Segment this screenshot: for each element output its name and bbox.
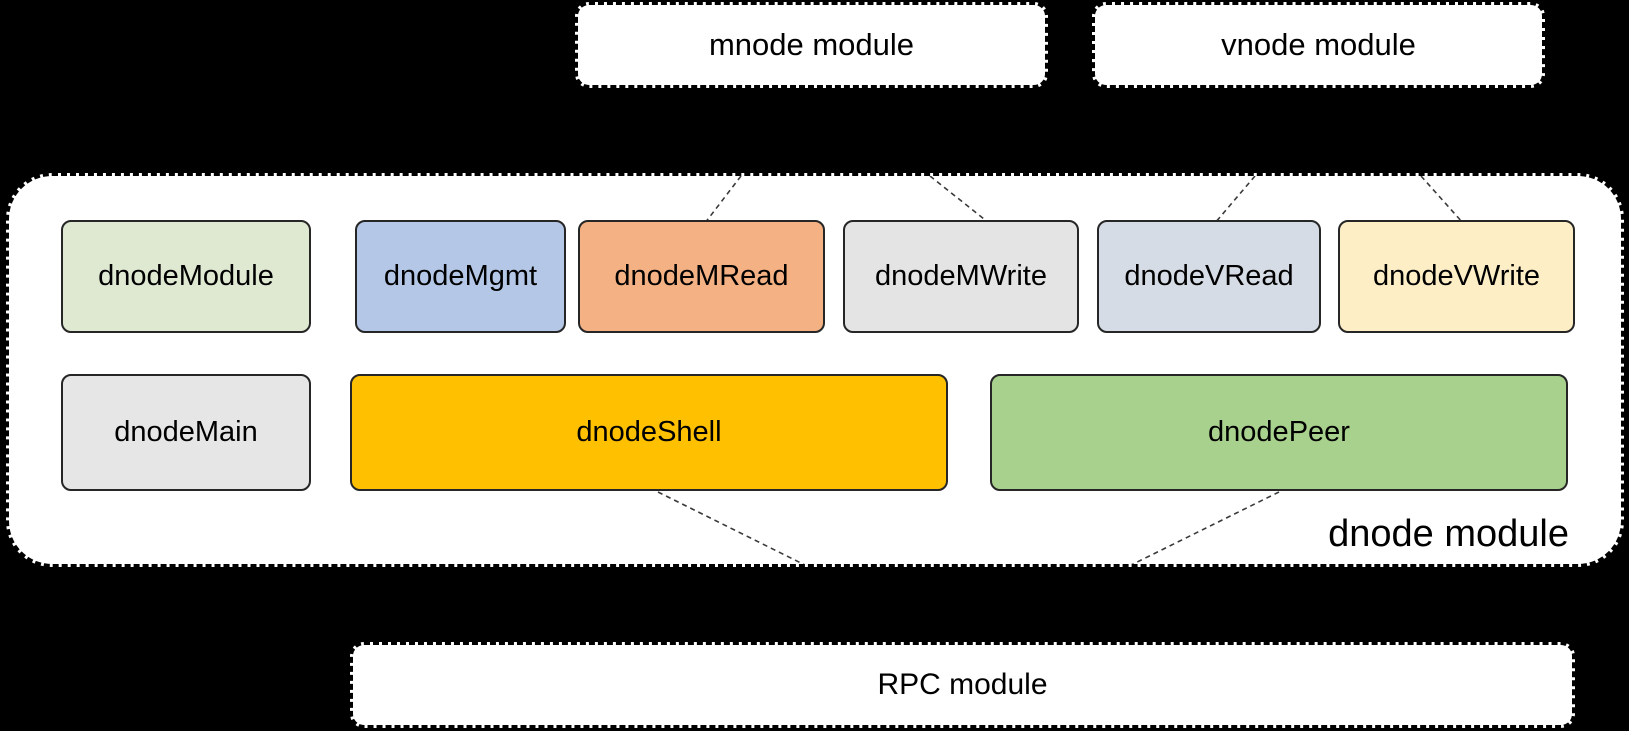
- node-dnodePeer: dnodePeer: [990, 374, 1568, 491]
- dnode-module-label: dnode module: [1328, 513, 1569, 555]
- connector-dnodeShell-rpc: [657, 491, 805, 564]
- node-dnodeMgmt: dnodeMgmt: [355, 220, 566, 333]
- node-dnodeModule: dnodeModule: [61, 220, 311, 333]
- node-dnodeVRead: dnodeVRead: [1097, 220, 1321, 333]
- connector-mnode-dnodeMRead: [704, 176, 742, 224]
- node-dnodeShell: dnodeShell: [350, 374, 948, 491]
- connector-dnodePeer-rpc: [1131, 491, 1280, 564]
- connector-vnode-dnodeVRead: [1214, 176, 1256, 224]
- rpc-module-box: RPC module: [350, 642, 1575, 728]
- node-dnodeMRead: dnodeMRead: [578, 220, 825, 333]
- mnode-module-box: mnode module: [575, 2, 1048, 88]
- node-dnodeMain: dnodeMain: [61, 374, 311, 491]
- node-dnodeMWrite: dnodeMWrite: [843, 220, 1079, 333]
- node-dnodeVWrite: dnodeVWrite: [1338, 220, 1575, 333]
- connector-mnode-dnodeMWrite: [929, 176, 990, 224]
- connector-vnode-dnodeVWrite: [1420, 176, 1464, 224]
- dnode-module-container: dnodeModule dnodeMgmt dnodeMRead dnodeMW…: [6, 173, 1624, 567]
- vnode-module-box: vnode module: [1092, 2, 1545, 88]
